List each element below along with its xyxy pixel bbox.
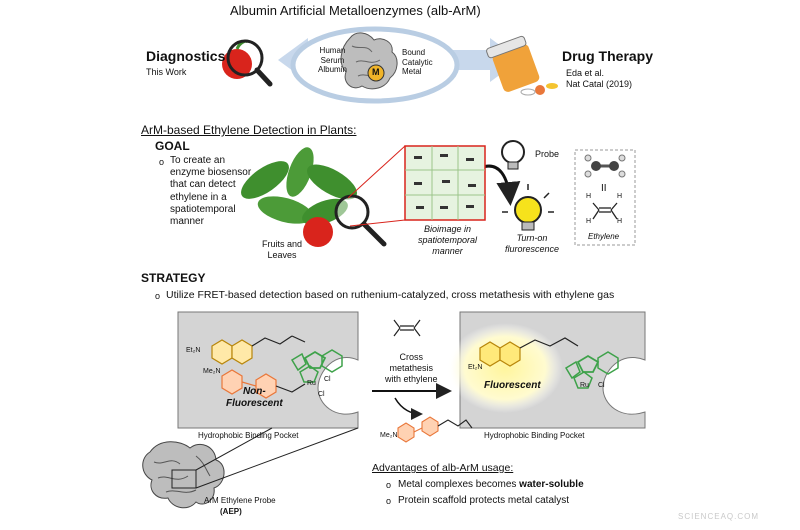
ethylene-structure xyxy=(592,202,618,220)
ethylene-reactant xyxy=(393,319,421,337)
metal-icon xyxy=(367,64,385,82)
pill-bottle-icon xyxy=(486,35,558,96)
figure-title: Albumin Artificial Metalloenzymes (alb-A… xyxy=(230,3,481,18)
bioimage-box xyxy=(404,145,486,221)
bound-metal-label: Bound Catalytic Metal xyxy=(402,48,433,77)
albumin-protein-large xyxy=(142,441,225,509)
drug-therapy-label: Drug Therapy xyxy=(562,48,654,64)
advantages-title: Advantages of alb-ArM usage: xyxy=(372,462,514,474)
ethylene-label: Ethylene xyxy=(588,232,620,241)
strategy-bullet: o xyxy=(155,291,161,301)
cl-label-left-2: Cl xyxy=(318,391,325,398)
et2n-label-right: Et₂N xyxy=(468,364,483,371)
watermark: SCIENCEAQ.COM xyxy=(678,512,760,521)
strategy-heading: STRATEGY xyxy=(141,271,206,285)
ru-label-right: Ru xyxy=(580,382,589,389)
left-pocket-label: Hydrophobic Binding Pocket xyxy=(198,431,299,440)
ethylene-h-2: H xyxy=(617,193,623,200)
ethylene-h-4: H xyxy=(617,218,623,225)
left-probe-molecule xyxy=(211,335,343,399)
byproduct-arrow xyxy=(394,397,423,420)
non-fluorescent-label: Non- Fluorescent xyxy=(226,386,283,409)
fluorescent-label: Fluorescent xyxy=(484,380,541,391)
goal-heading: GOAL xyxy=(155,139,190,153)
advantage-item-1: Metal complexes becomes water-soluble xyxy=(398,479,584,490)
aep-abbr: (AEP) xyxy=(220,507,242,516)
bioimage-label: Bioimage in spatiotemporal manner xyxy=(418,224,478,256)
diagnostics-label: Diagnostics xyxy=(146,48,226,64)
advantage-item-2: Protein scaffold protects metal catalyst xyxy=(398,495,570,506)
fluorescence-glow xyxy=(447,323,563,413)
strategy-text: Utilize FRET-based detection based on ru… xyxy=(166,289,615,301)
probe-label: Probe xyxy=(535,149,560,159)
me2n-label-left: Me₂N xyxy=(203,368,221,375)
albumin-label: Human Serum Albumin xyxy=(318,46,347,75)
ethylene-ball-model xyxy=(584,154,626,178)
equivalence-sign: II xyxy=(601,183,607,194)
turn-on-label: Turn-on flurorescence xyxy=(505,233,560,254)
goal-text: To create an enzyme biosensor that can d… xyxy=(170,155,252,227)
ethylene-h-3: H xyxy=(586,218,592,225)
this-work-label: This Work xyxy=(146,67,187,77)
aep-label: ArM Ethylene Probe xyxy=(204,496,276,505)
plant-leaves-icon xyxy=(241,147,357,247)
advantage-bullet-1: o xyxy=(386,480,392,490)
section-title: ArM-based Ethylene Detection in Plants: xyxy=(141,123,357,137)
right-pocket-label: Hydrophobic Binding Pocket xyxy=(484,431,585,440)
cl-label-left-1: Cl xyxy=(324,376,331,383)
ethylene-box xyxy=(574,149,636,246)
metal-symbol: M xyxy=(372,67,380,77)
magnifier-icon xyxy=(334,194,387,247)
turn-on-bulb-icon xyxy=(502,184,554,231)
probe-bulb-icon xyxy=(501,140,525,170)
right-fluorescent-molecule xyxy=(479,337,619,389)
apple-magnifier-icon xyxy=(222,39,273,87)
byproduct-molecule xyxy=(397,416,473,443)
cl-label-right: Cl xyxy=(598,382,605,389)
ethylene-h-1: H xyxy=(586,193,592,200)
goal-bullet: o xyxy=(159,157,165,167)
citation-label: Eda et al. Nat Catal (2019) xyxy=(566,68,633,89)
fruits-leaves-label: Fruits and Leaves xyxy=(262,239,303,260)
et2n-label-left: Et₂N xyxy=(186,347,201,354)
advantage-bullet-2: o xyxy=(386,496,392,506)
reaction-label: Cross metathesis with ethylene xyxy=(385,352,438,384)
ru-label-left: Ru xyxy=(307,380,316,387)
me2n-label-byproduct: Me₂N xyxy=(380,432,398,439)
